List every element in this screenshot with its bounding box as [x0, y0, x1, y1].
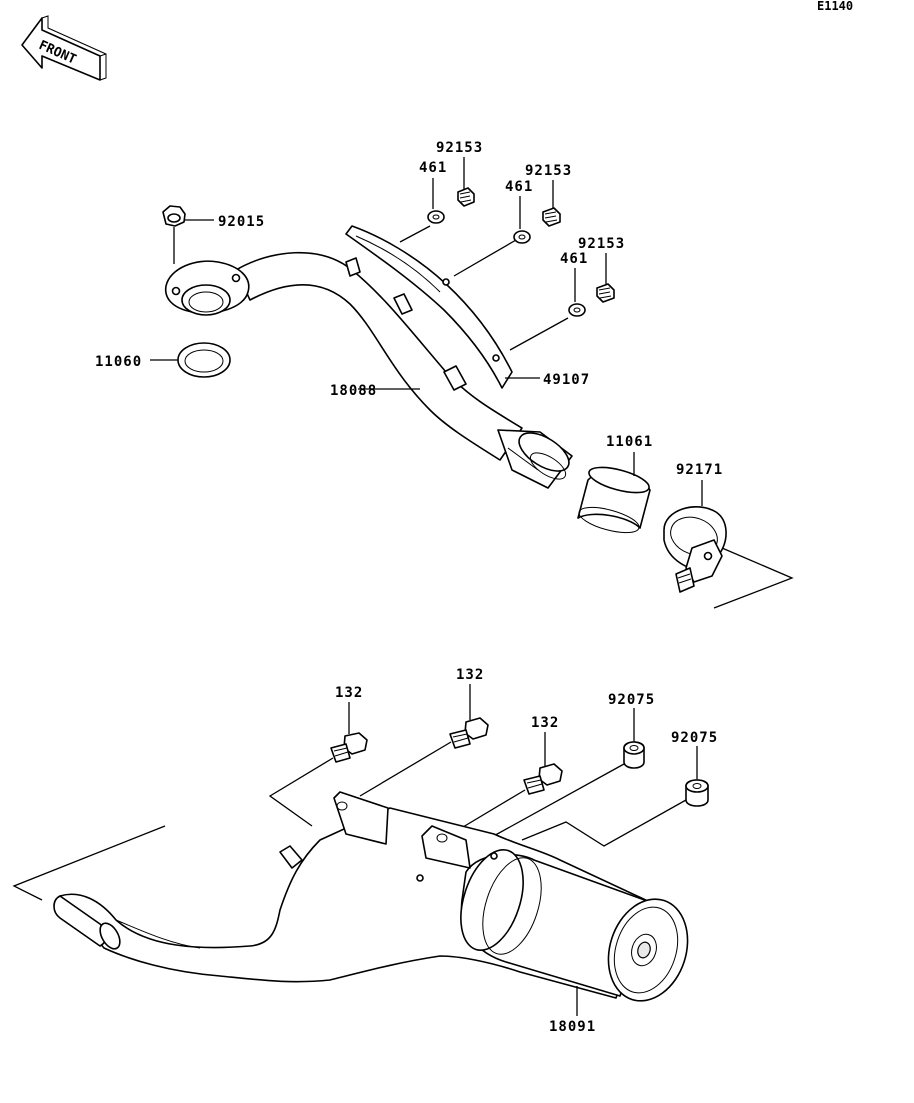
label-132-c: 132	[531, 715, 559, 731]
label-92153-a: 92153	[436, 140, 483, 156]
nut-92015	[162, 205, 186, 227]
label-92015: 92015	[218, 214, 265, 230]
gasket-11060	[177, 342, 231, 378]
heat-guard-49107	[345, 225, 513, 391]
bolt-92153-b	[542, 207, 561, 227]
label-461-a: 461	[419, 160, 447, 176]
bolt-132-b	[449, 717, 489, 749]
collar-92075-a	[623, 741, 645, 769]
bolt-132-c	[523, 763, 563, 795]
label-11060: 11060	[95, 354, 142, 370]
label-92153-c: 92153	[578, 236, 625, 252]
header-pipe-18088	[164, 251, 573, 489]
washer-461-c	[568, 303, 586, 317]
label-92171: 92171	[676, 462, 723, 478]
label-18091: 18091	[549, 1019, 596, 1035]
label-461-b: 461	[505, 179, 533, 195]
washer-461-b	[513, 230, 531, 244]
clamp-92171	[663, 506, 727, 593]
label-132-b: 132	[456, 667, 484, 683]
washer-461-a	[427, 210, 445, 224]
bolt-92153-a	[457, 187, 475, 207]
label-461-c: 461	[560, 251, 588, 267]
label-92075-a: 92075	[608, 692, 655, 708]
label-18088: 18088	[330, 383, 377, 399]
front-arrow-icon: FRONT	[21, 15, 107, 81]
collar-92075-b	[685, 779, 709, 807]
bolt-132-a	[330, 732, 368, 763]
label-92153-b: 92153	[525, 163, 572, 179]
label-11061: 11061	[606, 434, 653, 450]
muffler-18091	[53, 791, 689, 1002]
label-132-a: 132	[335, 685, 363, 701]
bolt-92153-c	[596, 283, 615, 303]
diagram-code: E1140	[817, 0, 853, 13]
label-92075-b: 92075	[671, 730, 718, 746]
gasket-11061	[577, 466, 651, 534]
label-49107: 49107	[543, 372, 590, 388]
